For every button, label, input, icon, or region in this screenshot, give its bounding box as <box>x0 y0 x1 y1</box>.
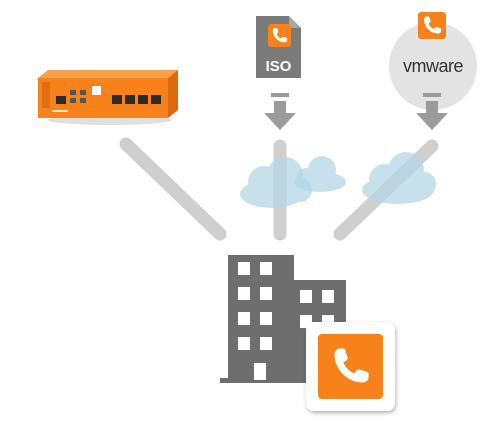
hardware-appliance-icon <box>38 70 178 125</box>
vmware-label: vmware <box>403 56 463 76</box>
phone-app-tile <box>306 322 395 411</box>
iso-label: ISO <box>266 58 292 75</box>
cloud-icon <box>240 157 312 208</box>
connector-line-appliance <box>119 137 227 241</box>
phone-icon <box>424 16 441 34</box>
iso-file-icon: ISO <box>256 16 301 78</box>
vmware-logo-icon: vmware <box>389 12 477 110</box>
cloud-icon <box>294 156 346 192</box>
phone-icon <box>272 27 288 43</box>
cloud-icon <box>362 152 436 204</box>
download-arrow-icon <box>416 93 448 130</box>
download-arrow-icon <box>264 93 296 130</box>
phone-icon <box>334 348 369 383</box>
